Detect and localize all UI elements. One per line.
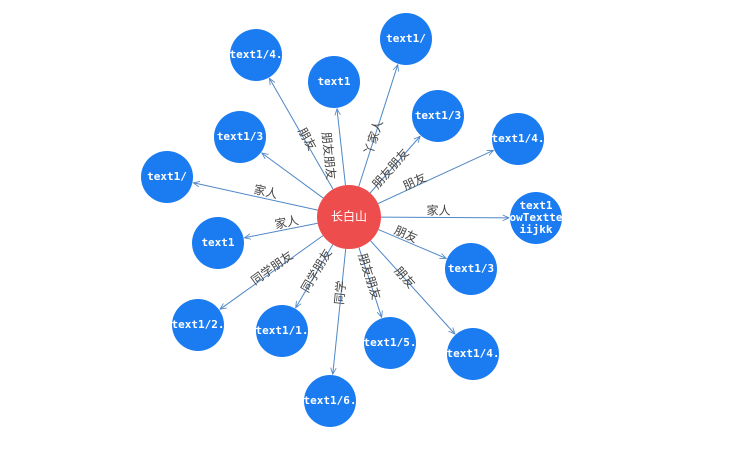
node-label: text1/6. <box>304 394 357 407</box>
node-label: text1 <box>201 236 234 249</box>
graph-node[interactable]: text1/3 <box>445 243 497 295</box>
edge-label: 丫家人 <box>360 118 385 157</box>
edge-label: 家人 <box>427 203 451 218</box>
edge-line <box>370 240 454 334</box>
graph-node[interactable]: text1/6. <box>304 375 357 427</box>
node-circle[interactable] <box>492 113 544 165</box>
node-circle[interactable] <box>214 111 266 163</box>
edge-line <box>358 247 382 317</box>
graph-node[interactable]: text1/ <box>141 151 193 203</box>
edge-line <box>358 65 398 187</box>
node-circle[interactable] <box>364 317 416 369</box>
graph-node[interactable]: text1/4. <box>447 328 500 380</box>
edge-line <box>296 244 334 308</box>
center-node[interactable]: 长白山 <box>317 185 381 249</box>
edge-label: 家人 <box>252 181 279 201</box>
node-circle[interactable] <box>192 217 244 269</box>
graph-node[interactable]: text1/5. <box>364 317 417 369</box>
node-circle[interactable] <box>172 299 224 351</box>
node-circle[interactable] <box>447 328 499 380</box>
center-node-label: 长白山 <box>331 209 367 224</box>
node-circle[interactable] <box>510 192 562 244</box>
center-node-circle[interactable] <box>317 185 381 249</box>
node-circle[interactable] <box>412 90 464 142</box>
edge-line <box>220 235 324 310</box>
edge-label: 同学朋友 <box>248 248 296 288</box>
node-label: text1 <box>317 75 350 88</box>
graph-node[interactable]: text1/4. <box>492 113 545 165</box>
graph-node[interactable]: text1/2. <box>172 299 225 351</box>
graph-node[interactable]: text1/4. <box>230 29 283 81</box>
node-label: text1/ <box>386 32 426 45</box>
edge-line <box>244 222 318 238</box>
node-circle[interactable] <box>230 29 282 81</box>
node-label: text1/4. <box>492 132 545 145</box>
node-label: text1/2. <box>172 318 225 331</box>
node-circle[interactable] <box>308 56 360 108</box>
node-label: text1/4. <box>230 48 283 61</box>
node-label: text1/ <box>147 170 187 183</box>
edge-label: 家人 <box>273 212 299 231</box>
edge-layer <box>193 65 509 374</box>
node-layer: text1/4. text1 text1/text1/3 text1/4. text1/… <box>141 13 563 427</box>
edge-label: 朋友 <box>401 170 429 193</box>
edge-line <box>369 136 420 194</box>
edge-label: 同学 <box>331 280 348 305</box>
edge-label: 朋友 <box>392 223 420 245</box>
node-label: text1/3 <box>217 130 263 143</box>
graph-node[interactable]: text1 <box>192 217 244 269</box>
edge-line <box>193 183 318 211</box>
node-label: iijkk <box>519 223 552 236</box>
graph-node[interactable]: text1 <box>308 56 360 108</box>
edge-line <box>377 149 493 205</box>
node-label: text1/4. <box>447 347 500 360</box>
edge-label: 同学朋友 <box>297 246 334 295</box>
node-label: text1/1. <box>256 324 309 337</box>
node-label: owTextte <box>510 211 563 224</box>
node-label: text1/3 <box>415 109 461 122</box>
edge-line <box>269 78 334 190</box>
edge-label: 朋友朋友 <box>319 131 338 180</box>
graph-node[interactable]: text1/1. <box>256 305 309 357</box>
node-circle[interactable] <box>445 243 497 295</box>
graph-node[interactable]: text1/3 <box>412 90 464 142</box>
node-label: text1 <box>519 199 552 212</box>
edge-line <box>337 109 346 186</box>
edge-label: 朋友朋友 <box>355 252 383 302</box>
edge-line <box>380 217 509 218</box>
node-label: text1/5. <box>364 336 417 349</box>
node-circle[interactable] <box>380 13 432 65</box>
node-circle[interactable] <box>141 151 193 203</box>
edge-line <box>262 153 324 199</box>
edge-label: 朋友 <box>295 125 319 153</box>
node-circle[interactable] <box>304 375 356 427</box>
edge-line <box>378 229 446 259</box>
node-label: text1/3 <box>448 262 494 275</box>
node-circle[interactable] <box>256 305 308 357</box>
edge-line <box>333 248 347 374</box>
graph-node[interactable]: text1/3 <box>214 111 266 163</box>
graph-node[interactable]: text1/ <box>380 13 432 65</box>
